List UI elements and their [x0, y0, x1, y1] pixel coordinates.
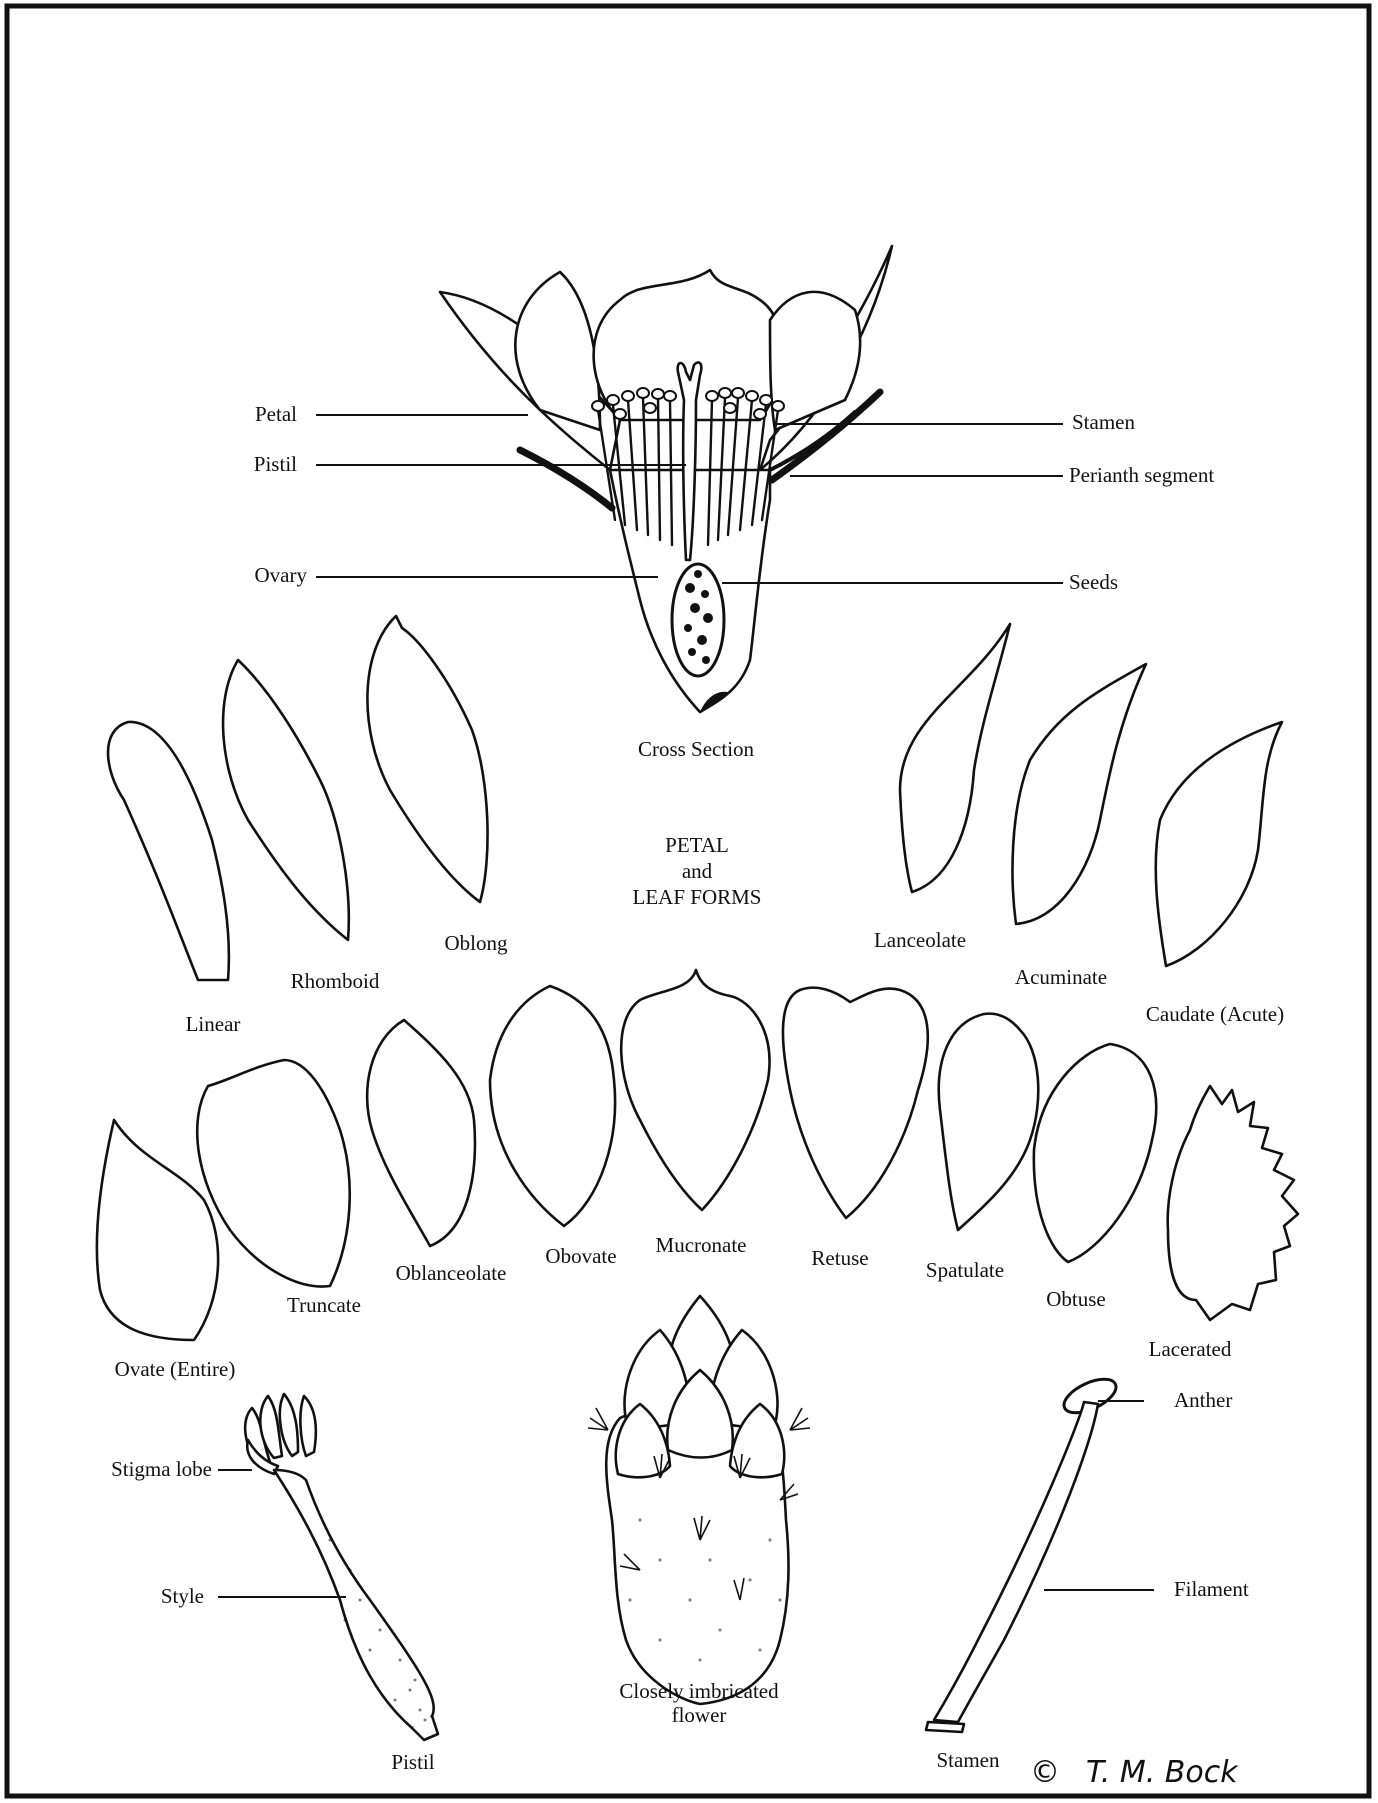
stamen-drawing — [926, 1372, 1121, 1732]
pistil-caption: Pistil — [391, 1750, 434, 1775]
leaf-lacerated — [1168, 1086, 1298, 1320]
ovary-chamber — [672, 564, 724, 676]
back-petal-left — [515, 272, 600, 430]
leaf-rhomboid — [223, 660, 349, 940]
leaf-spatulate — [939, 1014, 1039, 1230]
leaf-obtuse — [1034, 1044, 1156, 1262]
flower-caption-line-1: Closely imbricated — [619, 1679, 778, 1704]
filament-shape — [934, 1402, 1098, 1722]
label-oblanceolate: Oblanceolate — [396, 1261, 507, 1286]
label-seeds: Seeds — [1069, 570, 1118, 595]
leaf-acuminate — [1013, 664, 1146, 924]
stigma-lobes — [245, 1394, 316, 1474]
artist-signature: © T. M. Bock — [1030, 1755, 1238, 1790]
label-obovate: Obovate — [545, 1244, 616, 1269]
leaf-oblanceolate — [367, 1020, 475, 1246]
cross-section-caption: Cross Section — [638, 737, 754, 762]
leaf-retuse — [783, 988, 928, 1218]
title-line-1: PETAL — [633, 832, 762, 858]
pistil-drawing — [245, 1394, 438, 1740]
label-mucronate: Mucronate — [656, 1233, 747, 1258]
label-pistil: Pistil — [254, 452, 297, 477]
row2-leaves — [97, 970, 1298, 1340]
label-filament: Filament — [1174, 1577, 1249, 1602]
leaf-caudate — [1156, 722, 1282, 966]
stamen-caption: Stamen — [937, 1748, 1000, 1773]
title-line-2: and — [633, 858, 762, 884]
label-acuminate: Acuminate — [1015, 965, 1107, 990]
label-anther: Anther — [1174, 1388, 1232, 1413]
label-ovary: Ovary — [255, 563, 307, 588]
leaf-obovate — [490, 986, 615, 1226]
label-truncate: Truncate — [287, 1293, 361, 1318]
label-lacerated: Lacerated — [1149, 1337, 1232, 1362]
label-lanceolate: Lanceolate — [874, 928, 966, 953]
label-spatulate: Spatulate — [926, 1258, 1004, 1283]
label-style: Style — [161, 1584, 204, 1609]
leaf-truncate — [197, 1060, 350, 1287]
leaf-oblong — [367, 616, 487, 902]
label-stigma-lobe: Stigma lobe — [111, 1457, 212, 1482]
label-obtuse: Obtuse — [1046, 1287, 1106, 1312]
plate-title: PETAL and LEAF FORMS — [633, 832, 762, 910]
title-line-3: LEAF FORMS — [633, 884, 762, 910]
leaf-mucronate — [621, 970, 769, 1210]
label-retuse: Retuse — [811, 1246, 868, 1271]
leaf-linear — [108, 722, 229, 980]
label-rhomboid: Rhomboid — [291, 969, 380, 994]
label-petal: Petal — [255, 402, 297, 427]
label-linear: Linear — [186, 1012, 241, 1037]
label-stamen-top: Stamen — [1072, 410, 1135, 435]
artist-name: T. M. Bock — [1086, 1755, 1238, 1790]
leaf-lanceolate — [900, 624, 1010, 892]
label-oblong: Oblong — [445, 931, 508, 956]
cross-section-drawing — [440, 246, 892, 712]
label-ovate: Ovate (Entire) — [115, 1357, 236, 1382]
flower-caption-line-2: flower — [672, 1703, 727, 1728]
copyright-symbol: © — [1030, 1755, 1060, 1790]
label-perianth-segment: Perianth segment — [1069, 463, 1214, 488]
label-caudate: Caudate (Acute) — [1146, 1002, 1284, 1027]
imbricated-flower-drawing — [588, 1296, 810, 1704]
